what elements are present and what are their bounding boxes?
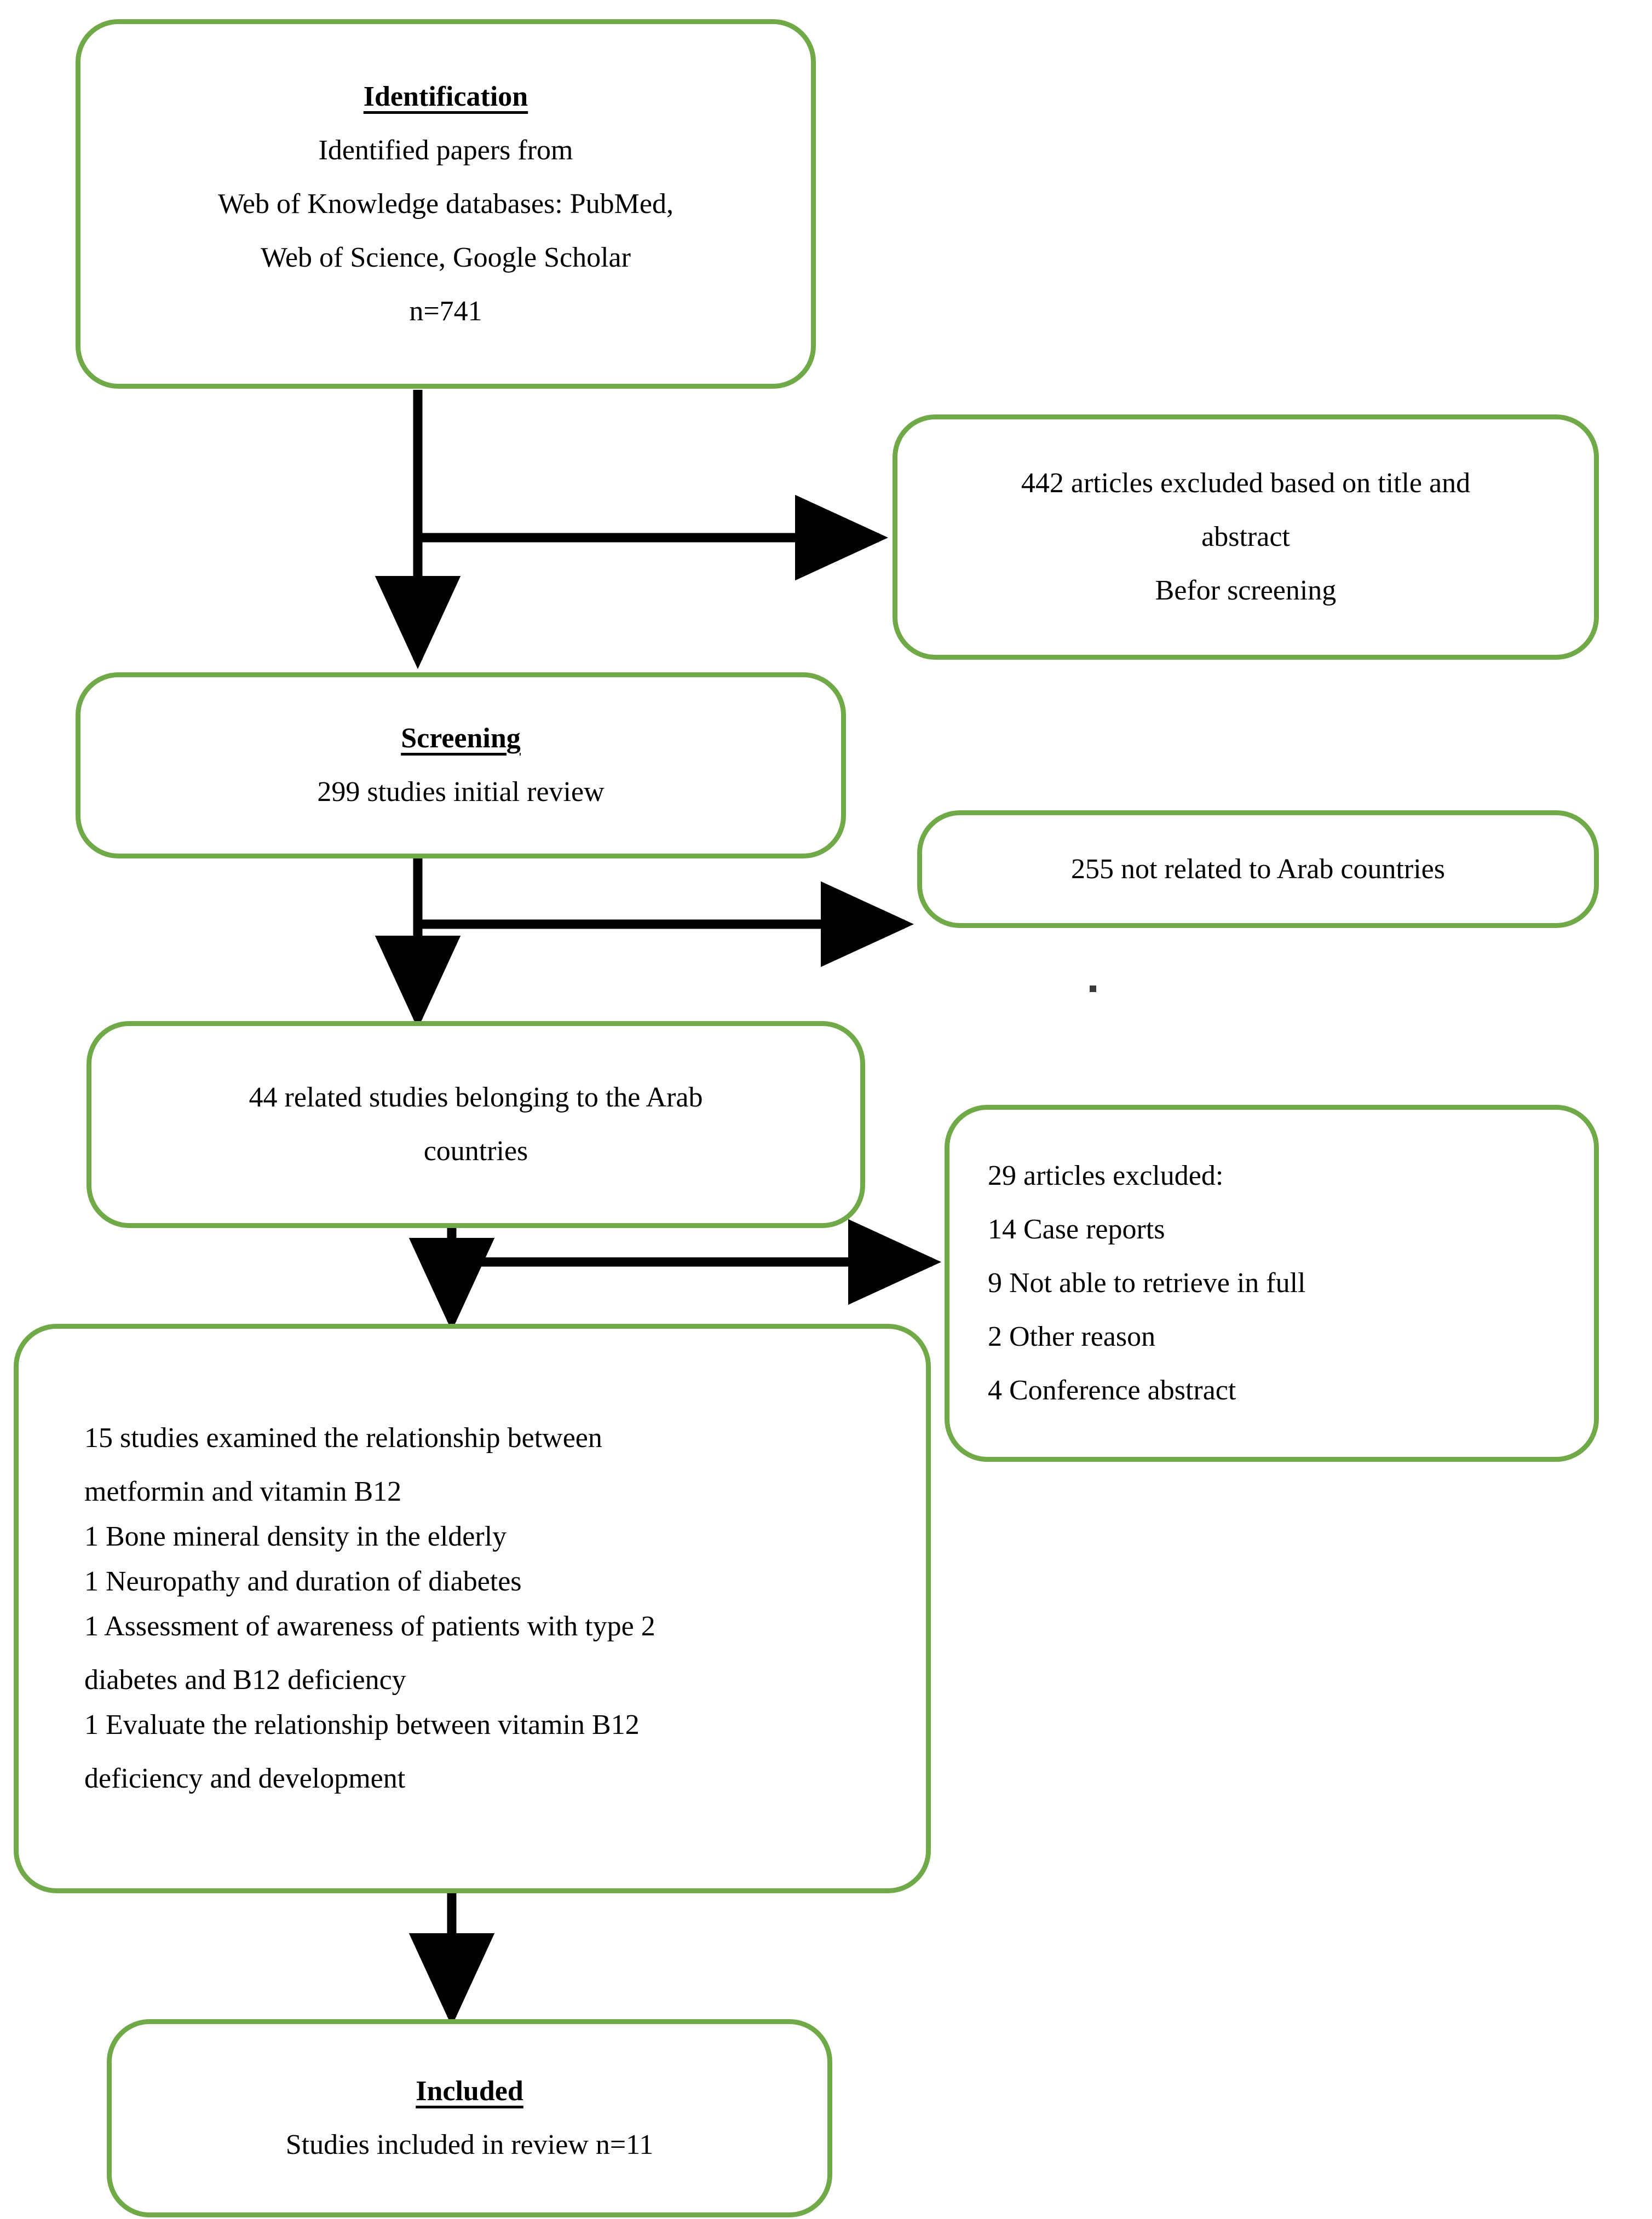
included-heading: Included: [416, 2076, 523, 2107]
related-studies-line-1: 44 related studies belonging to the Arab: [249, 1082, 703, 1113]
stray-dot-mark: [1090, 985, 1096, 992]
excluded-title-abstract-line-3: Befor screening: [1155, 575, 1337, 606]
box-study-topics: 15 studies examined the relationship bet…: [14, 1324, 931, 1893]
excluded-reasons-line-4: 2 Other reason: [988, 1321, 1156, 1352]
box-included: Included Studies included in review n=11: [107, 2019, 832, 2217]
box-not-related: 255 not related to Arab countries: [917, 810, 1599, 928]
study-topics-line-5: 1 Assessment of awareness of patients wi…: [84, 1611, 655, 1642]
box-excluded-reasons: 29 articles excluded: 14 Case reports 9 …: [945, 1105, 1599, 1462]
excluded-reasons-line-5: 4 Conference abstract: [988, 1375, 1236, 1406]
box-related-studies: 44 related studies belonging to the Arab…: [87, 1021, 865, 1228]
identification-line-1: Identified papers from: [318, 134, 573, 166]
included-line-1: Studies included in review n=11: [285, 2129, 654, 2160]
study-topics-line-1: 15 studies examined the relationship bet…: [84, 1422, 602, 1454]
study-topics-line-3: 1 Bone mineral density in the elderly: [84, 1521, 507, 1552]
identification-heading: Identification: [363, 80, 528, 112]
excluded-reasons-line-1: 29 articles excluded:: [988, 1160, 1224, 1191]
box-screening: Screening 299 studies initial review: [76, 672, 846, 858]
excluded-reasons-line-3: 9 Not able to retrieve in full: [988, 1267, 1306, 1299]
excluded-title-abstract-line-1: 442 articles excluded based on title and: [1021, 468, 1471, 499]
study-topics-line-7: 1 Evaluate the relationship between vita…: [84, 1709, 640, 1740]
excluded-title-abstract-line-2: abstract: [1201, 521, 1290, 552]
identification-line-2: Web of Knowledge databases: PubMed,: [218, 188, 674, 220]
study-topics-line-8: deficiency and development: [84, 1763, 406, 1794]
not-related-line-1: 255 not related to Arab countries: [1070, 853, 1446, 885]
box-excluded-title-abstract: 442 articles excluded based on title and…: [893, 414, 1599, 660]
box-identification: Identification Identified papers from We…: [76, 19, 816, 389]
identification-line-4: n=741: [409, 295, 482, 327]
study-topics-line-2: metformin and vitamin B12: [84, 1476, 402, 1507]
screening-heading: Screening: [401, 723, 521, 754]
excluded-reasons-line-2: 14 Case reports: [988, 1214, 1165, 1245]
study-topics-line-6: diabetes and B12 deficiency: [84, 1664, 406, 1696]
study-topics-line-4: 1 Neuropathy and duration of diabetes: [84, 1566, 522, 1597]
related-studies-line-2: countries: [423, 1136, 528, 1167]
screening-line-1: 299 studies initial review: [317, 776, 605, 808]
identification-line-3: Web of Science, Google Scholar: [261, 241, 631, 273]
